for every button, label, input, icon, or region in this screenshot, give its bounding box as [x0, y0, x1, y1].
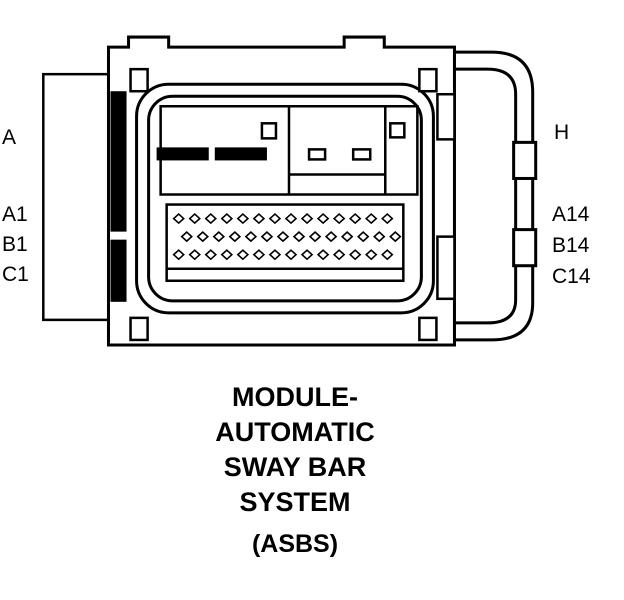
pin-A6 — [252, 212, 266, 225]
housing-inner-wall — [147, 94, 423, 303]
left-mounting-tab — [42, 72, 113, 322]
handle-notch-lower — [512, 228, 538, 268]
pin-A5 — [236, 212, 250, 225]
pin-label-B1: B1 — [2, 233, 28, 256]
pin-B10 — [324, 231, 338, 243]
lock-strip-lower — [110, 239, 127, 302]
caption-line-2: AUTOMATIC — [215, 417, 375, 447]
caption-line-4: SYSTEM — [239, 487, 351, 517]
pin-A11 — [332, 212, 346, 225]
corner-bracket-top-left — [129, 67, 149, 93]
pin-B5 — [244, 231, 258, 243]
pin-A3 — [204, 212, 217, 225]
pin-B9 — [308, 231, 322, 243]
cavity-slot-1 — [307, 148, 327, 161]
handle-band-outer — [454, 50, 535, 342]
pin-C7 — [268, 249, 282, 261]
blade-terminal-2 — [214, 147, 267, 161]
cavity-slot-2 — [351, 148, 372, 161]
blade-terminal-1 — [156, 147, 209, 161]
pin-A7 — [268, 212, 282, 225]
pin-block — [165, 203, 405, 283]
handle-notch-upper — [512, 140, 538, 180]
pin-label-B14: B14 — [552, 234, 590, 257]
pin-C5 — [236, 249, 250, 261]
pin-B3 — [212, 231, 226, 243]
pin-A14 — [381, 212, 394, 225]
caption-line-1: MODULE- — [232, 382, 358, 412]
pin-B2 — [196, 231, 209, 243]
corner-bracket-bottom-right — [418, 316, 438, 342]
diagram-caption: MODULE- AUTOMATIC SWAY BAR SYSTEM (ASBS) — [150, 380, 440, 562]
pin-C10 — [316, 249, 330, 261]
pin-C13 — [365, 249, 378, 261]
pin-B13 — [373, 231, 386, 243]
pin-label-C14: C14 — [552, 265, 591, 288]
pin-C11 — [332, 249, 346, 261]
handle-band-inner — [454, 67, 518, 325]
pin-label-A1: A1 — [2, 203, 28, 226]
pin-A8 — [284, 212, 298, 225]
pin-label-H: H — [554, 121, 570, 144]
lock-strip-upper — [110, 91, 127, 232]
pin-A4 — [220, 212, 234, 225]
pin-A10 — [316, 212, 330, 225]
connector-drawing — [42, 35, 538, 347]
pin-C2 — [188, 249, 201, 261]
pin-B7 — [276, 231, 290, 243]
corner-bracket-top-right — [418, 67, 438, 93]
pin-B6 — [260, 231, 274, 243]
corner-bracket-bottom-left — [129, 316, 149, 342]
pin-A12 — [348, 212, 362, 225]
pin-label-A: A — [2, 126, 17, 149]
pin-B14 — [389, 231, 402, 243]
pin-C12 — [348, 249, 362, 261]
pin-A13 — [365, 212, 378, 225]
pin-B1 — [180, 231, 193, 243]
cavity-square-left — [260, 122, 278, 140]
cavity-square-right — [389, 122, 406, 139]
pin-B12 — [356, 231, 370, 243]
latch-feature-lower — [436, 235, 456, 301]
pin-label-C1: C1 — [2, 263, 29, 286]
pin-C14 — [381, 249, 394, 261]
pin-C4 — [220, 249, 234, 261]
latch-feature-upper — [436, 92, 456, 141]
pin-A2 — [188, 212, 201, 225]
pin-C1 — [172, 249, 185, 261]
pin-label-A14: A14 — [552, 203, 590, 226]
pin-B11 — [340, 231, 354, 243]
pin-grid — [172, 212, 402, 261]
pin-C9 — [300, 249, 314, 261]
pin-C3 — [204, 249, 217, 261]
pin-A1 — [172, 212, 185, 225]
caption-line-3: SWAY BAR — [223, 452, 367, 482]
caption-abbreviation: (ASBS) — [251, 530, 339, 558]
pin-B4 — [228, 231, 242, 243]
pin-C6 — [252, 249, 266, 261]
pin-B8 — [292, 231, 306, 243]
pin-C8 — [284, 249, 298, 261]
pin-A9 — [300, 212, 314, 225]
